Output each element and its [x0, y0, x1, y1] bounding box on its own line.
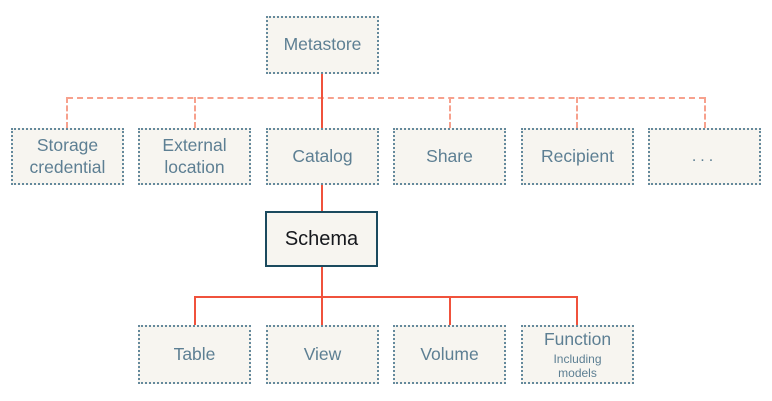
node-storage-credential: Storage credential	[11, 128, 124, 185]
connector-stub-ellipsis	[704, 97, 706, 128]
connector-metastore-catalog	[321, 74, 323, 128]
node-metastore: Metastore	[266, 16, 379, 74]
node-recipient-label: Recipient	[541, 145, 614, 166]
connector-stub-function	[576, 296, 578, 325]
node-function-sublabel: Including models	[553, 351, 602, 380]
node-share: Share	[393, 128, 506, 185]
node-schema: Schema	[265, 211, 378, 267]
node-catalog-label: Catalog	[292, 145, 353, 166]
node-external-location-label: External location	[162, 134, 227, 177]
node-metastore-label: Metastore	[283, 34, 362, 55]
node-view-label: View	[303, 343, 342, 364]
node-catalog: Catalog	[266, 128, 379, 185]
connector-stub-volume	[449, 296, 451, 325]
node-ellipsis: ...	[648, 128, 761, 185]
node-external-location: External location	[138, 128, 251, 185]
connector-stub-table	[194, 296, 196, 325]
connector-stub-storage-credential	[66, 97, 68, 128]
connector-level4-horizontal	[194, 296, 578, 298]
node-volume-label: Volume	[420, 343, 479, 364]
node-ellipsis-label: ...	[691, 147, 718, 165]
connector-stub-recipient	[576, 97, 578, 128]
node-volume: Volume	[393, 325, 506, 384]
connector-stub-view	[321, 296, 323, 325]
connector-stub-external-location	[194, 97, 196, 128]
node-view: View	[266, 325, 379, 384]
connector-stub-share	[449, 97, 451, 128]
node-storage-credential-label: Storage credential	[29, 134, 106, 177]
connector-catalog-schema	[321, 185, 323, 211]
node-table: Table	[138, 325, 251, 384]
connector-level2-horizontal	[67, 97, 705, 99]
node-recipient: Recipient	[521, 128, 634, 185]
connector-schema-trunk	[321, 267, 323, 297]
node-function: Function Including models	[521, 325, 634, 384]
node-share-label: Share	[426, 145, 473, 166]
node-table-label: Table	[173, 343, 216, 364]
node-schema-label: Schema	[284, 227, 359, 250]
node-function-label: Function	[543, 328, 612, 349]
